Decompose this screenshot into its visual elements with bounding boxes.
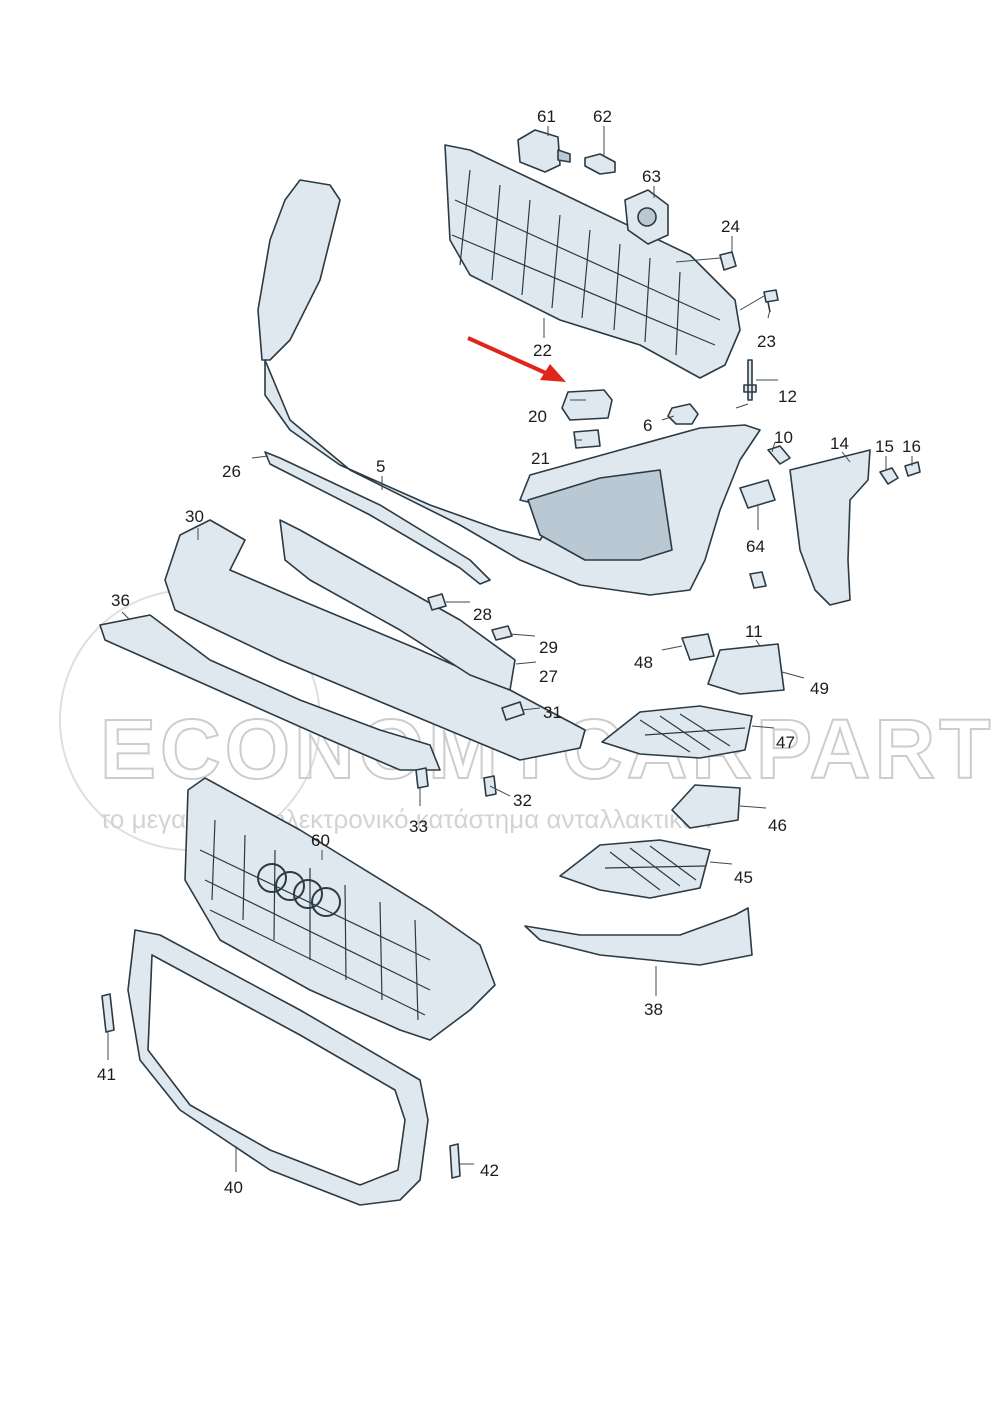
callout-28: 28	[473, 605, 492, 624]
callout-22: 22	[533, 341, 552, 360]
part-bracket-46	[671, 784, 741, 829]
part-pin-12	[743, 359, 757, 401]
part-screw-16	[904, 461, 921, 477]
part-grille-47	[601, 705, 753, 759]
callout-14: 14	[830, 434, 849, 453]
part-bracket-20	[561, 389, 613, 421]
part-screw-28	[427, 593, 447, 611]
callout-26: 26	[222, 462, 241, 481]
callout-5: 5	[376, 457, 385, 476]
callout-63: 63	[642, 167, 661, 186]
rings-emblem	[257, 863, 341, 917]
callout-16: 16	[902, 437, 921, 456]
part-clip-31	[501, 701, 525, 721]
part-lower-insert-27	[279, 519, 516, 691]
part-spoiler-strip-26	[264, 451, 491, 585]
callout-62: 62	[593, 107, 612, 126]
callout-12: 12	[778, 387, 797, 406]
part-screw-33	[415, 767, 429, 789]
part-radar-63	[624, 189, 669, 245]
part-trim-strip-38	[524, 907, 753, 966]
callout-27: 27	[539, 667, 558, 686]
callout-49: 49	[810, 679, 829, 698]
part-main-grille-60	[184, 777, 496, 1041]
part-sensor-48	[681, 633, 715, 661]
callout-32: 32	[513, 791, 532, 810]
part-sensor-holder-6	[667, 403, 699, 425]
part-bolt-23	[763, 289, 779, 313]
callout-33: 33	[409, 817, 428, 836]
part-reinforcement-30	[164, 519, 586, 761]
leader-lines	[107, 126, 913, 1172]
part-clip-42	[449, 1143, 461, 1179]
callout-64: 64	[746, 537, 765, 556]
part-side-guide-14	[789, 449, 871, 606]
part-grille-45	[559, 839, 711, 899]
callout-20: 20	[528, 407, 547, 426]
part-bracket-64	[739, 479, 776, 509]
part-screw-11	[749, 571, 767, 589]
callout-6: 6	[643, 416, 652, 435]
callout-labels: 61 62 63 24 23 22 12 20 6 10 14 15 16 21…	[97, 107, 921, 1197]
part-sensor-cover-41	[101, 993, 115, 1033]
callout-36: 36	[111, 591, 130, 610]
callout-30: 30	[185, 507, 204, 526]
callout-24: 24	[721, 217, 740, 236]
part-lower-trim-36	[99, 614, 441, 771]
callout-48: 48	[634, 653, 653, 672]
callout-38: 38	[644, 1000, 663, 1019]
part-rivet-29	[491, 625, 513, 641]
part-cover-21	[573, 429, 601, 449]
part-carrier-frame	[444, 144, 741, 379]
part-clip-24	[719, 251, 737, 271]
callout-29: 29	[539, 638, 558, 657]
part-sensor-61	[517, 129, 571, 173]
part-nut-15	[879, 467, 899, 485]
callout-31: 31	[543, 703, 562, 722]
callout-45: 45	[734, 868, 753, 887]
highlight-arrow	[467, 336, 566, 382]
part-bumper-cover-5	[257, 179, 761, 596]
callout-41: 41	[97, 1065, 116, 1084]
callout-60: 60	[311, 831, 330, 850]
part-bracket-49	[707, 643, 785, 695]
callout-21: 21	[531, 449, 550, 468]
callout-46: 46	[768, 816, 787, 835]
callout-10: 10	[774, 428, 793, 447]
callout-40: 40	[224, 1178, 243, 1197]
part-screw-10	[767, 445, 791, 465]
callout-42: 42	[480, 1161, 499, 1180]
part-grille-frame-40	[127, 929, 429, 1206]
callout-61: 61	[537, 107, 556, 126]
callout-11: 11	[745, 622, 763, 641]
part-bracket-62	[584, 153, 616, 175]
callout-47: 47	[776, 733, 795, 752]
callout-23: 23	[757, 332, 776, 351]
callout-15: 15	[875, 437, 894, 456]
